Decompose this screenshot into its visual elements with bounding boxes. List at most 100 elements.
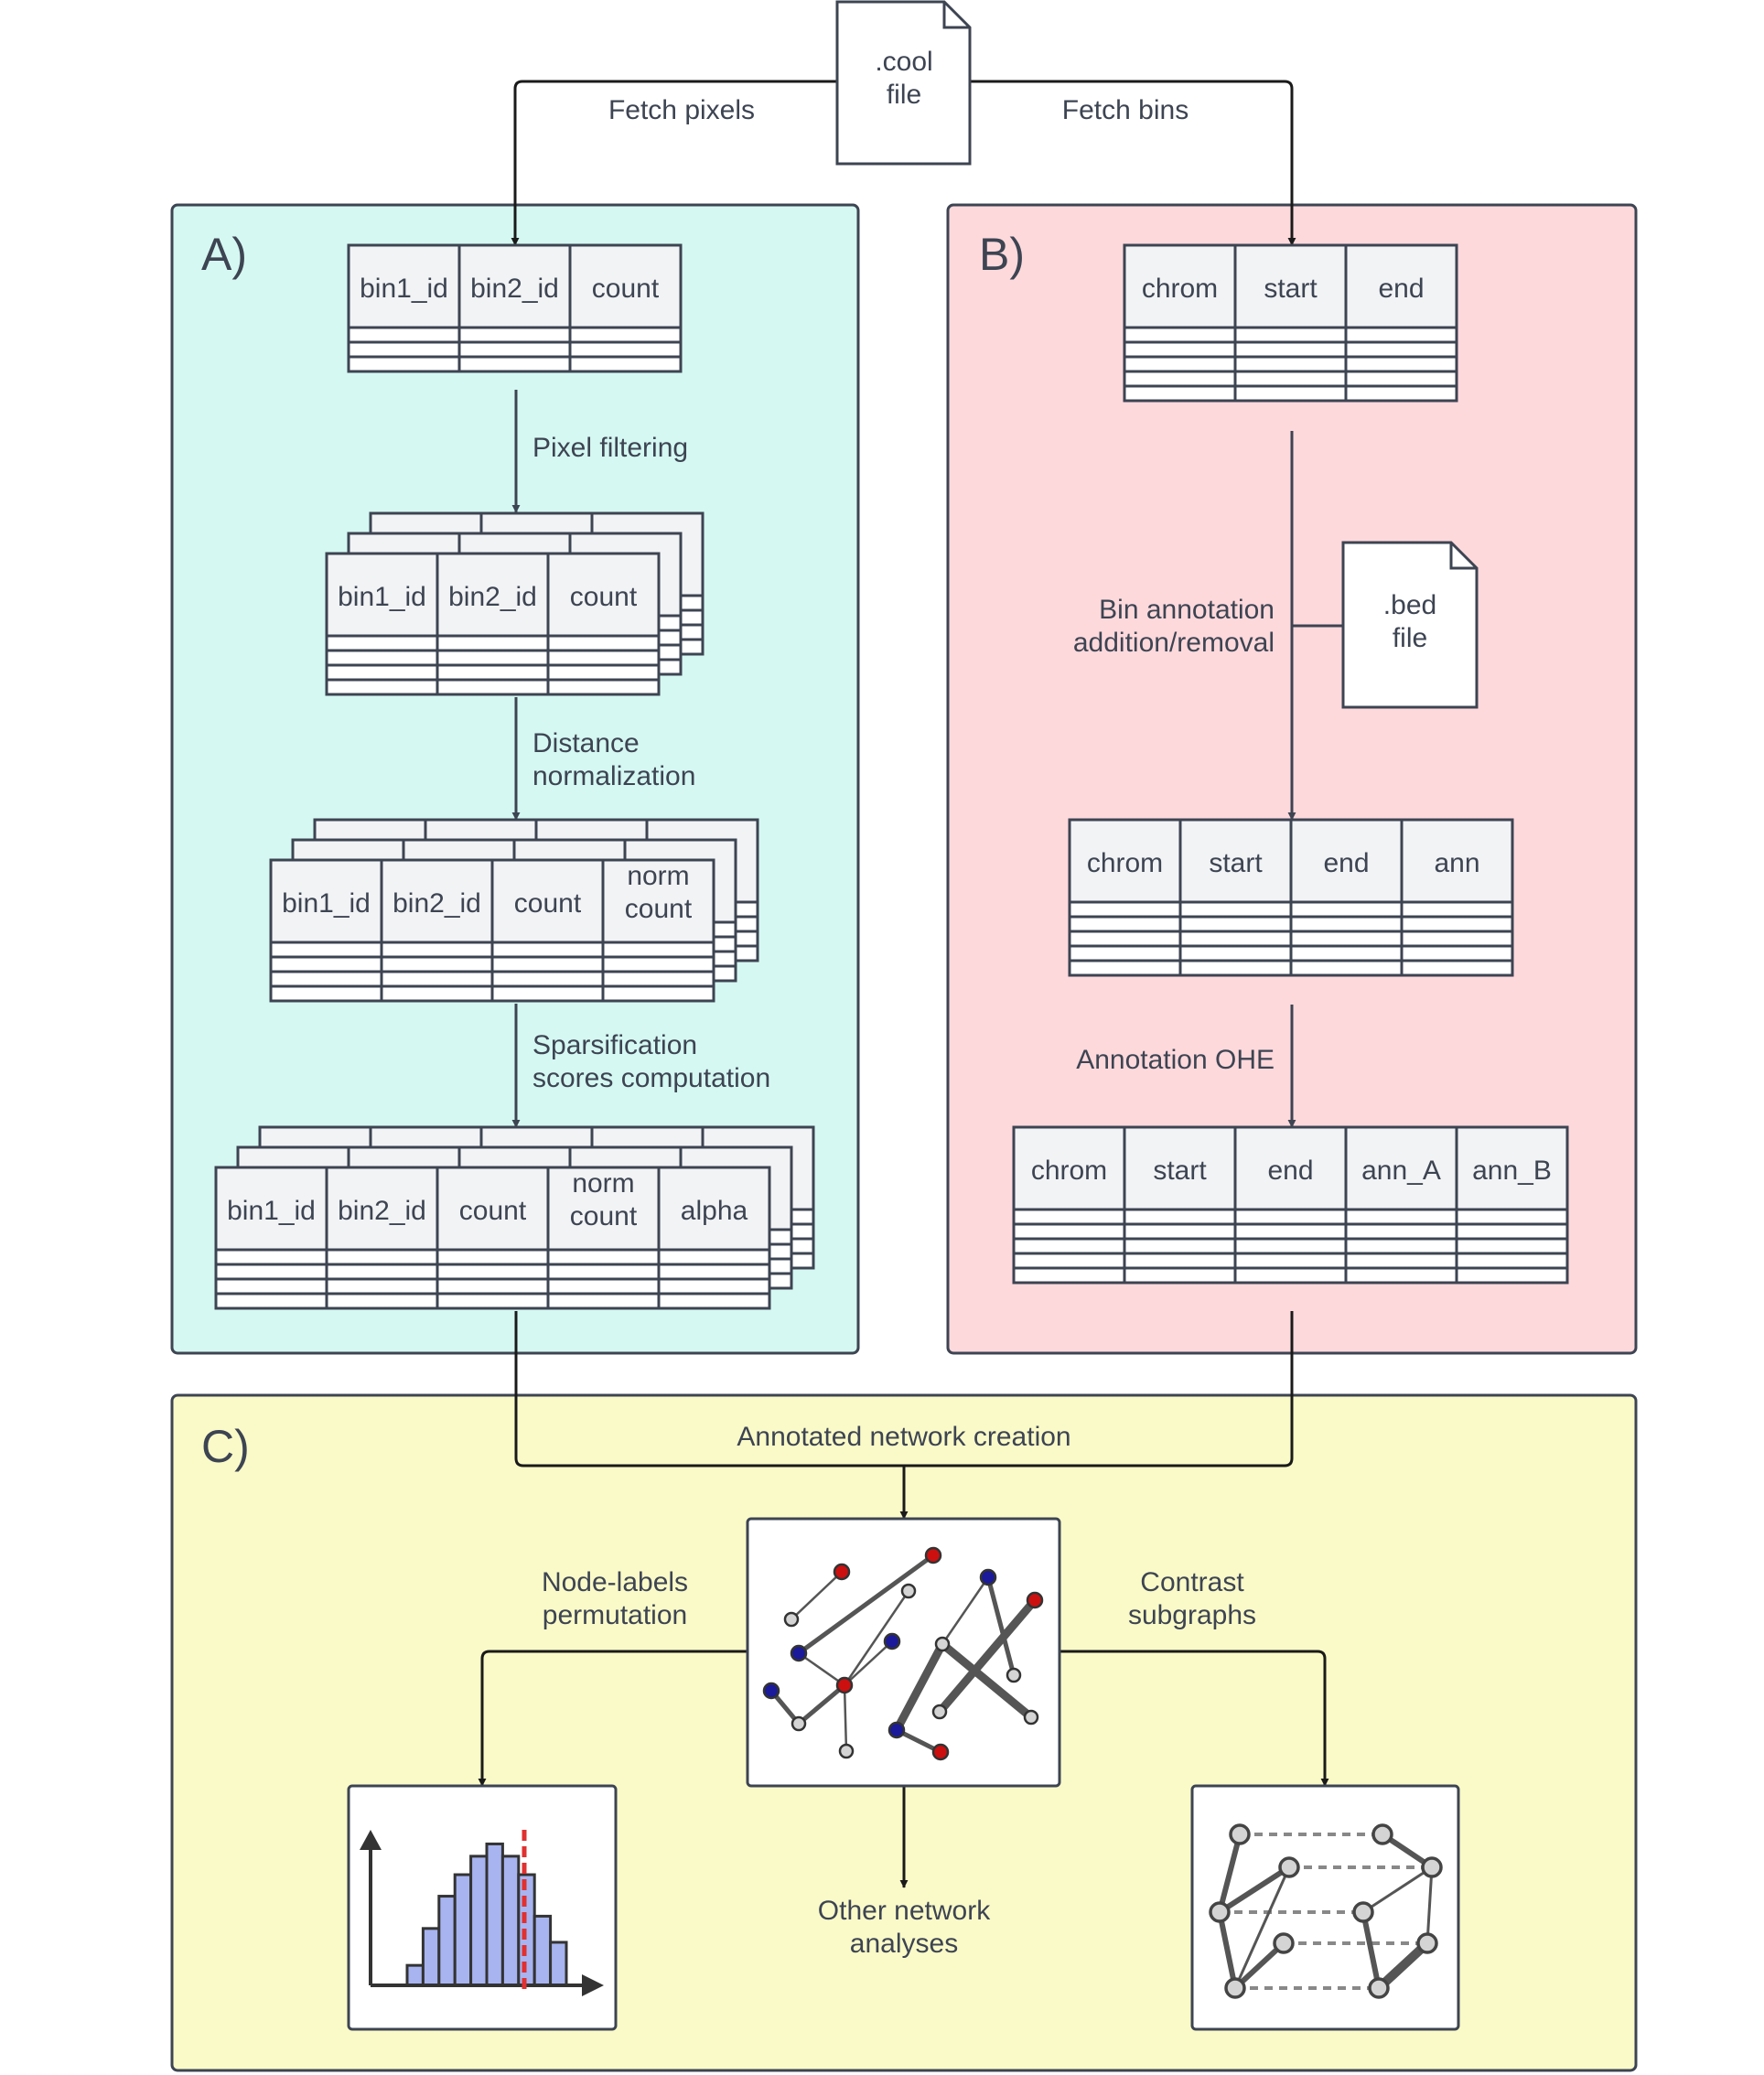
table-header-cell: count	[625, 894, 693, 924]
table-header-cell: bin2_id	[448, 582, 537, 612]
node-permutation-label-1: Node-labels	[542, 1567, 688, 1597]
contrast-arrow	[1059, 1650, 1329, 1787]
table-header-cell: count	[570, 1201, 638, 1231]
histogram-bar	[500, 1855, 521, 1987]
network-node-blue	[887, 1721, 906, 1739]
table-header-cell: bin2_id	[338, 1196, 426, 1226]
bin-annotation-label-1: Bin annotation	[1099, 595, 1275, 625]
network-edge	[797, 1651, 846, 1687]
network-edge	[938, 1640, 1036, 1722]
network-node-blue	[790, 1644, 808, 1662]
histogram-bar	[469, 1855, 489, 1987]
panel-a-label: A)	[201, 229, 247, 280]
annotation-ohe-label: Annotation OHE	[1076, 1045, 1275, 1075]
histogram-bar	[549, 1941, 568, 1987]
sparsification-label-2: scores computation	[532, 1063, 770, 1093]
network-edge	[790, 1570, 844, 1621]
histogram-bars	[405, 1842, 568, 1987]
permutation-arrow	[478, 1650, 748, 1787]
contrast-subgraphs	[1190, 1784, 1460, 2031]
connectors	[478, 80, 1329, 1888]
histogram-bar	[437, 1895, 457, 1987]
network-node-grey	[900, 1583, 917, 1599]
edge-labels: Fetch pixels Fetch bins Pixel filtering …	[532, 95, 1275, 1959]
histogram-y-axis-arrow	[360, 1830, 382, 1850]
table-header-cell: end	[1378, 274, 1424, 304]
network-node-red	[931, 1743, 950, 1761]
network-edge	[796, 1683, 847, 1726]
fetch-pixels-arrow	[511, 80, 837, 246]
table-header-cell: bin1_id	[338, 582, 426, 612]
table-header-cell: chrom	[1142, 274, 1218, 304]
table-header-cell: chrom	[1031, 1156, 1107, 1186]
contrast-label-2: subgraphs	[1128, 1600, 1256, 1630]
network-node-red	[1026, 1591, 1044, 1609]
bed-file-text-1: .bed	[1383, 590, 1436, 620]
table-bins: chrom start end	[1123, 243, 1458, 403]
contrast-dashed-links	[1220, 1833, 1432, 1990]
network-node-grey	[1006, 1667, 1022, 1683]
network-graph	[746, 1517, 1061, 1788]
panel-b-label: B)	[979, 229, 1025, 280]
histogram-bar	[421, 1927, 441, 1987]
contrast-nodes	[1209, 1823, 1443, 1999]
network-node-red	[833, 1563, 851, 1581]
network-node-blue	[762, 1682, 780, 1700]
fetch-bins-arrow	[970, 80, 1296, 246]
panel-c-label: C)	[201, 1421, 250, 1472]
bin-annotation-label-2: addition/removal	[1073, 628, 1275, 658]
table-header-row	[347, 243, 683, 329]
table-header-row	[325, 552, 661, 638]
table-header-cell: end	[1323, 848, 1369, 878]
pixel-filtering-label: Pixel filtering	[532, 433, 688, 463]
table-header-cell: start	[1264, 274, 1318, 304]
cool-file-text-1: .cool	[875, 47, 932, 77]
table-header-cell: bin2_id	[470, 274, 559, 304]
table-header-row	[214, 1166, 771, 1252]
permutation-histogram	[347, 1784, 618, 2031]
distance-norm-label-1: Distance	[532, 728, 640, 758]
table-header-cell: start	[1153, 1156, 1207, 1186]
network-creation-label: Annotated network creation	[737, 1422, 1070, 1452]
network-edge	[941, 1575, 990, 1646]
node-permutation-label-2: permutation	[543, 1600, 687, 1630]
network-node-grey	[931, 1704, 948, 1720]
table-header-cell: bin1_id	[360, 274, 448, 304]
network-edge	[796, 1553, 936, 1656]
network-node-grey	[838, 1743, 855, 1759]
table-header-cell: count	[459, 1196, 527, 1226]
histogram-bar	[532, 1914, 553, 1987]
network-node-grey	[1023, 1709, 1039, 1726]
other-analyses-label-2: analyses	[850, 1929, 958, 1959]
network-edge	[935, 1596, 1039, 1716]
fetch-bins-label: Fetch bins	[1062, 95, 1189, 125]
network-edge	[843, 1683, 848, 1753]
network-edge	[892, 1640, 947, 1735]
network-node-grey	[934, 1636, 951, 1652]
panel-b-to-network-line	[898, 1311, 1294, 1468]
fetch-pixels-label: Fetch pixels	[608, 95, 755, 125]
network-node-blue	[979, 1568, 997, 1586]
histogram-bar	[453, 1873, 473, 1987]
bed-file-icon: .bed file	[1341, 541, 1479, 709]
network-edge	[843, 1589, 910, 1687]
network-node-red	[924, 1546, 942, 1564]
network-node-blue	[883, 1632, 901, 1650]
inner-connectors	[511, 390, 1343, 1128]
network-node-grey	[783, 1611, 800, 1628]
other-analyses-label-1: Other network	[818, 1896, 991, 1926]
table-header-cell: norm	[572, 1168, 634, 1199]
table-header-cell: ann_A	[1361, 1156, 1441, 1186]
distance-norm-label-2: normalization	[532, 761, 695, 791]
table-header-row	[1123, 243, 1458, 329]
network-node-red	[835, 1676, 854, 1694]
table-header-cell: bin1_id	[282, 888, 371, 919]
table-header-cell: chrom	[1087, 848, 1163, 878]
